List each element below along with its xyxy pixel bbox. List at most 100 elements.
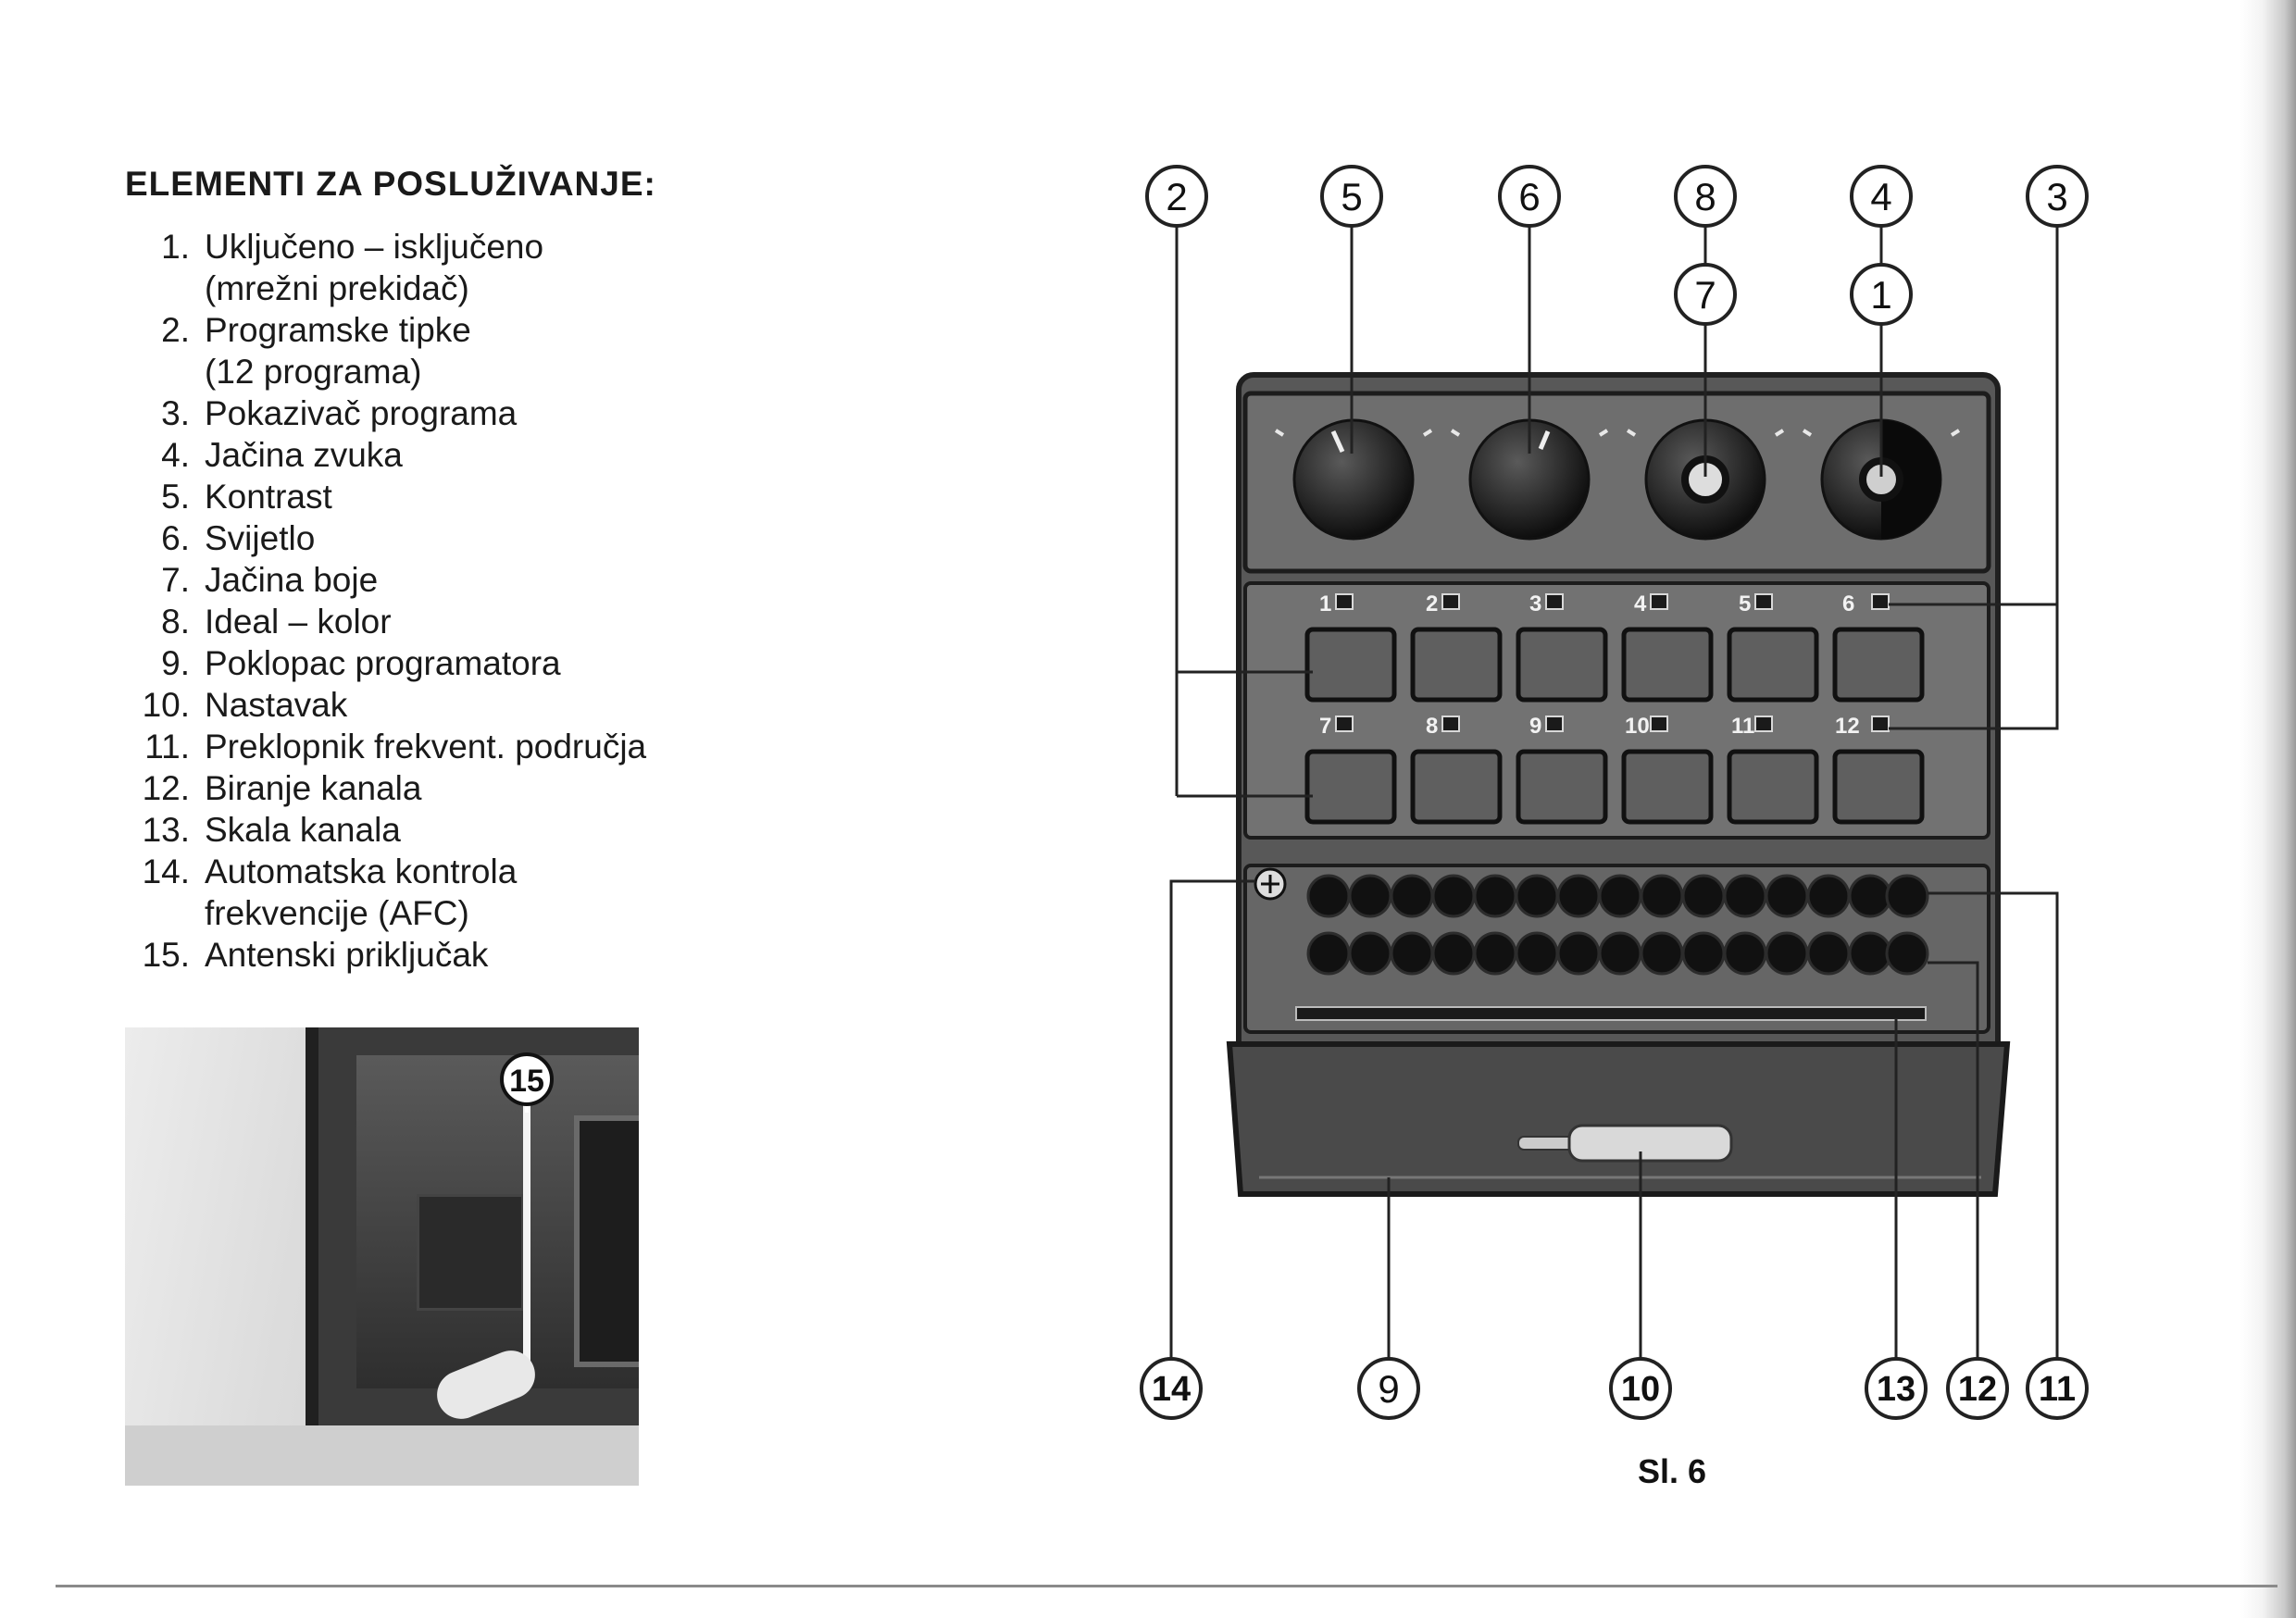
legend-num: 2. (161, 311, 190, 349)
legend-num: 12. (142, 769, 190, 807)
volume-knob-shade (1881, 420, 1940, 539)
tuner-knob[interactable] (1306, 874, 1351, 918)
scale-tick (1274, 429, 1285, 437)
tuner-knob[interactable] (1431, 931, 1476, 976)
leader-12 (1928, 961, 1979, 1361)
legend-item-continued: frekvencije (AFC) (125, 892, 646, 934)
tuner-knob[interactable] (1681, 874, 1726, 918)
tuner-knob[interactable] (1848, 931, 1892, 976)
tuner-knob[interactable] (1848, 874, 1892, 918)
program-button-2[interactable] (1410, 627, 1503, 703)
tuner-knob[interactable] (1885, 874, 1929, 918)
legend-num: 5. (161, 478, 190, 516)
legend-item: 10.Nastavak (125, 684, 646, 726)
program-number: 8 (1426, 714, 1438, 739)
tuner-knob[interactable] (1640, 931, 1684, 976)
program-buttons[interactable] (1304, 627, 1925, 825)
program-button-4[interactable] (1621, 627, 1714, 703)
programmer-cover[interactable] (1226, 1041, 2011, 1197)
tuner-knob[interactable] (1431, 874, 1476, 918)
callout-1-text: 1 (1870, 273, 1891, 317)
tool-tip (1517, 1136, 1575, 1151)
program-button-1[interactable] (1304, 627, 1397, 703)
legend-item: 13.Skala kanala (125, 809, 646, 851)
tuner-knob[interactable] (1473, 931, 1517, 976)
brightness-knob-pointer (1538, 430, 1551, 450)
callout-13 (1865, 1357, 1928, 1420)
indicator-lamp (1441, 593, 1460, 610)
tool-handle (1567, 1124, 1733, 1163)
legend-num: 9. (161, 644, 190, 682)
callout-1 (1850, 263, 1913, 326)
program-number: 3 (1529, 591, 1541, 616)
program-button-10[interactable] (1621, 749, 1714, 825)
tuner-knob[interactable] (1723, 931, 1767, 976)
program-button-8[interactable] (1410, 749, 1503, 825)
tuner-knob[interactable] (1806, 874, 1851, 918)
channel-tuner-knobs[interactable] (1306, 874, 1929, 976)
legend-num: 7. (161, 561, 190, 599)
callout-11 (2026, 1357, 2089, 1420)
tuner-knob[interactable] (1473, 874, 1517, 918)
tuner-knob[interactable] (1765, 874, 1809, 918)
screwdriver-tool[interactable] (1517, 1124, 1733, 1163)
tuner-knob[interactable] (1515, 874, 1559, 918)
photo-antenna-cable (523, 1083, 530, 1388)
tuner-knob[interactable] (1885, 931, 1929, 976)
legend-num: 8. (161, 603, 190, 641)
tuner-knob[interactable] (1598, 874, 1642, 918)
program-indicator-lamps (1335, 593, 1890, 732)
tuner-knob[interactable] (1640, 874, 1684, 918)
legend-item: 7. Jačina boje (125, 559, 646, 601)
program-button-6[interactable] (1832, 627, 1925, 703)
tuner-knob[interactable] (1556, 874, 1601, 918)
leader-14 (1169, 879, 1255, 1361)
tuner-knob[interactable] (1390, 874, 1434, 918)
tuner-knob[interactable] (1765, 931, 1809, 976)
tuner-knob[interactable] (1515, 931, 1559, 976)
callout-12 (1946, 1357, 2009, 1420)
program-button-11[interactable] (1727, 749, 1819, 825)
program-button-5[interactable] (1727, 627, 1819, 703)
scale-tick (1802, 429, 1813, 437)
program-number: 11 (1731, 714, 1754, 739)
tuner-knob[interactable] (1348, 874, 1392, 918)
legend-item: 15.Antenski priključak (125, 934, 646, 976)
program-button-7[interactable] (1304, 749, 1397, 825)
callout-9 (1357, 1357, 1420, 1420)
tuner-knob[interactable] (1348, 931, 1392, 976)
photo-callout-layer: 15 (500, 1052, 554, 1113)
tuner-knob[interactable] (1806, 931, 1851, 976)
legend-num: 15. (142, 936, 190, 974)
program-indicators: 1 2 3 4 5 6 7 8 9 10 11 12 (1319, 591, 1860, 739)
tuner-knob[interactable] (1556, 931, 1601, 976)
color-level-knob[interactable] (1644, 418, 1766, 541)
legend-text: Jačina zvuka (205, 436, 403, 474)
tuner-knob[interactable] (1390, 931, 1434, 976)
knob-panel (1242, 391, 1991, 574)
program-button-9[interactable] (1516, 749, 1608, 825)
legend-item: 11.Preklopnik frekvent. područja (125, 726, 646, 767)
callout-labels: 2 5 6 8 4 3 7 1 (1166, 175, 2067, 317)
legend-text: Svijetlo (205, 519, 316, 557)
legend-text: Skala kanala (205, 811, 401, 849)
indicator-lamp (1545, 593, 1564, 610)
legend-text: Ideal – kolor (205, 603, 392, 641)
program-button-12[interactable] (1832, 749, 1925, 825)
callout-10 (1609, 1357, 1672, 1420)
callout-5 (1320, 165, 1383, 228)
legend-text: Jačina boje (205, 561, 379, 599)
tuner-knob[interactable] (1598, 931, 1642, 976)
callout-13-text: 13 (1877, 1370, 1915, 1409)
tuner-knob[interactable] (1306, 931, 1351, 976)
indicator-lamp (1871, 716, 1890, 732)
contrast-knob[interactable] (1292, 418, 1415, 541)
program-button-3[interactable] (1516, 627, 1608, 703)
program-number: 7 (1319, 714, 1331, 739)
photo-tv-plate (417, 1194, 524, 1311)
callout-14 (1140, 1357, 1203, 1420)
legend-num: 3. (161, 394, 190, 432)
tuner-knob[interactable] (1681, 931, 1726, 976)
tuner-knob[interactable] (1723, 874, 1767, 918)
legend-num: 6. (161, 519, 190, 557)
